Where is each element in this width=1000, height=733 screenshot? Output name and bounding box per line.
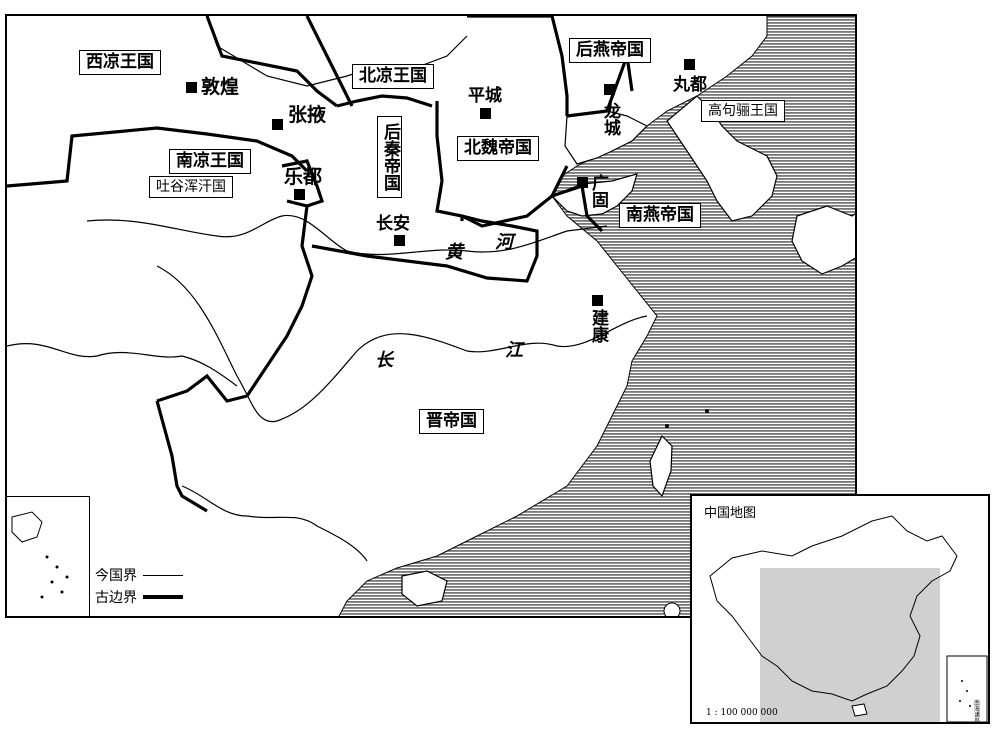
legend-modern-label: 今国界 [95, 568, 137, 584]
river-label-huang: 黄 [445, 242, 463, 263]
shandong-land [550, 173, 638, 217]
modern-border-north [206, 16, 468, 87]
city-marker-changan [394, 235, 405, 246]
inset-south-sea-box [946, 655, 988, 722]
city-marker-dunhuang [186, 82, 197, 93]
south-sea-mini-inset [7, 496, 90, 616]
city-label-pingcheng: 平城 [468, 86, 502, 106]
state-label-nanyan: 南燕帝国 [619, 203, 701, 228]
river-label-chang: 长 [375, 350, 393, 371]
taiwan-island [649, 434, 673, 498]
legend-ancient-line [143, 595, 183, 599]
city-label-zhangye: 张掖 [288, 104, 327, 126]
state-label-gaogouli: 高句骊王国 [701, 100, 785, 122]
city-label-wandu: 丸都 [673, 75, 707, 95]
state-label-beiliang: 北凉王国 [352, 64, 434, 89]
legend-modern-line [143, 574, 183, 576]
state-label-jin: 晋帝国 [419, 409, 484, 434]
state-label-houyan: 后燕帝国 [569, 38, 651, 63]
city-label-ledu: 乐都 [284, 166, 323, 188]
yangtze-river [156, 265, 648, 423]
city-marker-pingcheng [480, 108, 491, 119]
japan-land [791, 205, 855, 275]
map-legend: 今国界 古边界 [95, 564, 183, 608]
china-inset-map: 中国地图 南海诸岛 1 : 100 000 000 [690, 494, 990, 724]
modern-border-west [7, 343, 238, 387]
china-outline [709, 515, 958, 702]
ancient-borders [7, 16, 634, 513]
river-label-jiang: 江 [505, 340, 523, 361]
city-marker-wandu [684, 59, 695, 70]
legend-ancient-row: 古边界 [95, 586, 183, 608]
state-label-xiliang: 西凉王国 [79, 50, 161, 75]
city-label-jiankang: 建康 [588, 309, 608, 343]
inset-south-sea-label: 南海诸岛 [974, 700, 981, 724]
yellow-river [86, 214, 608, 256]
hainan-island [401, 570, 448, 607]
inset-title: 中国地图 [704, 506, 757, 521]
south-sea-mini-graphic [11, 511, 69, 599]
city-marker-ledu [294, 189, 305, 200]
inset-scale: 1 : 100 000 000 [706, 708, 778, 718]
river-label-he: 河 [495, 232, 513, 253]
korea-land [666, 95, 778, 222]
modern-border-south [181, 485, 368, 562]
inset-highlight-area [760, 568, 940, 722]
legend-modern-row: 今国界 [95, 564, 183, 586]
main-map: 西凉王国 北凉王国 后燕帝国 高句骊王国 南凉王国 吐谷浑汗国 后秦帝国 北魏帝… [5, 14, 857, 618]
city-marker-guanggu [577, 177, 588, 188]
city-label-longcheng: 龙城 [600, 102, 620, 136]
state-label-tuguhun: 吐谷浑汗国 [149, 176, 233, 198]
legend-ancient-label: 古边界 [95, 590, 137, 606]
city-label-changan: 长安 [376, 214, 410, 234]
city-label-guanggu: 广固 [588, 174, 608, 208]
city-marker-zhangye [272, 119, 283, 130]
map-graphics [7, 16, 855, 616]
state-label-houqin: 后秦帝国 [377, 116, 402, 198]
state-label-beiwei: 北魏帝国 [457, 136, 539, 161]
state-label-nanliang: 南凉王国 [169, 149, 251, 174]
city-marker-longcheng [604, 84, 615, 95]
inset-graphic [709, 515, 988, 722]
city-label-dunhuang: 敦煌 [201, 76, 240, 98]
liaodong-land [564, 110, 649, 165]
city-marker-jiankang [592, 295, 603, 306]
